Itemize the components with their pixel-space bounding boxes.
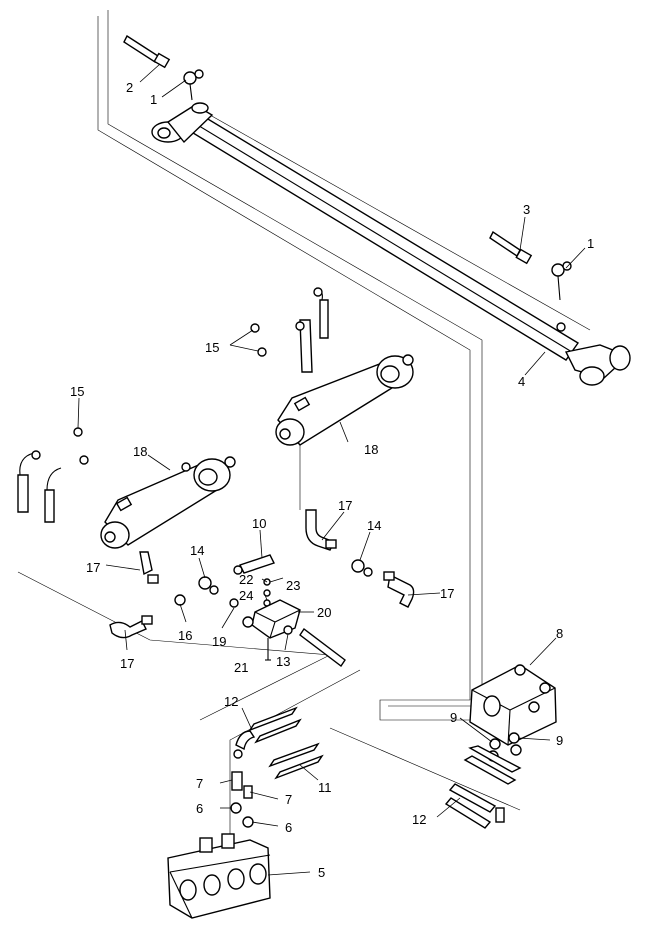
label-22: 22 [239,572,253,587]
hose-item-3 [489,230,533,265]
label-9-left: 9 [450,710,457,725]
label-17-bottom: 17 [120,656,134,671]
label-17-top: 17 [338,498,352,513]
leader-lines [77,63,586,876]
control-valve-bank [167,833,271,919]
label-4: 4 [518,374,525,389]
lower-cylinder-hoses [17,427,89,523]
upper-cylinder [275,354,414,446]
label-19: 19 [212,634,226,649]
upper-cylinder-hoses [250,287,329,373]
label-11: 11 [318,780,332,795]
label-6-left: 6 [196,801,203,816]
label-12-right: 12 [412,812,426,827]
label-14-right: 14 [367,518,381,533]
label-24: 24 [239,588,253,603]
fittings-6-7 [230,771,254,828]
label-9-right: 9 [556,733,563,748]
label-6-right: 6 [285,820,292,835]
label-15-lower: 15 [70,384,84,399]
label-17-right: 17 [440,586,454,601]
part-labels: 2 1 3 1 4 15 15 18 18 17 14 10 17 14 22 … [70,80,594,880]
label-3: 3 [523,202,530,217]
hoses-lower-left [233,706,324,780]
label-14-left: 14 [190,543,204,558]
label-10: 10 [252,516,266,531]
label-2: 2 [126,80,133,95]
valve-right-fittings [444,732,522,829]
lower-cylinder [100,456,236,549]
label-18-left: 18 [133,444,147,459]
label-16: 16 [178,628,192,643]
main-cylinder [151,102,631,386]
label-1-top: 1 [150,92,157,107]
middle-fittings [109,509,415,668]
control-valve-right [469,664,557,746]
label-15-upper: 15 [205,340,219,355]
label-7-left: 7 [196,776,203,791]
hose-item-2 [123,34,171,69]
label-18-right: 18 [364,442,378,457]
label-20: 20 [317,605,331,620]
label-21: 21 [234,660,248,675]
label-5: 5 [318,865,325,880]
label-12-left: 12 [224,694,238,709]
label-13: 13 [276,654,290,669]
label-7-right: 7 [285,792,292,807]
grease-fitting-top [183,69,204,101]
label-23: 23 [286,578,300,593]
label-17-left: 17 [86,560,100,575]
label-8: 8 [556,626,563,641]
grease-fitting-right [551,261,572,301]
label-1-right: 1 [587,236,594,251]
